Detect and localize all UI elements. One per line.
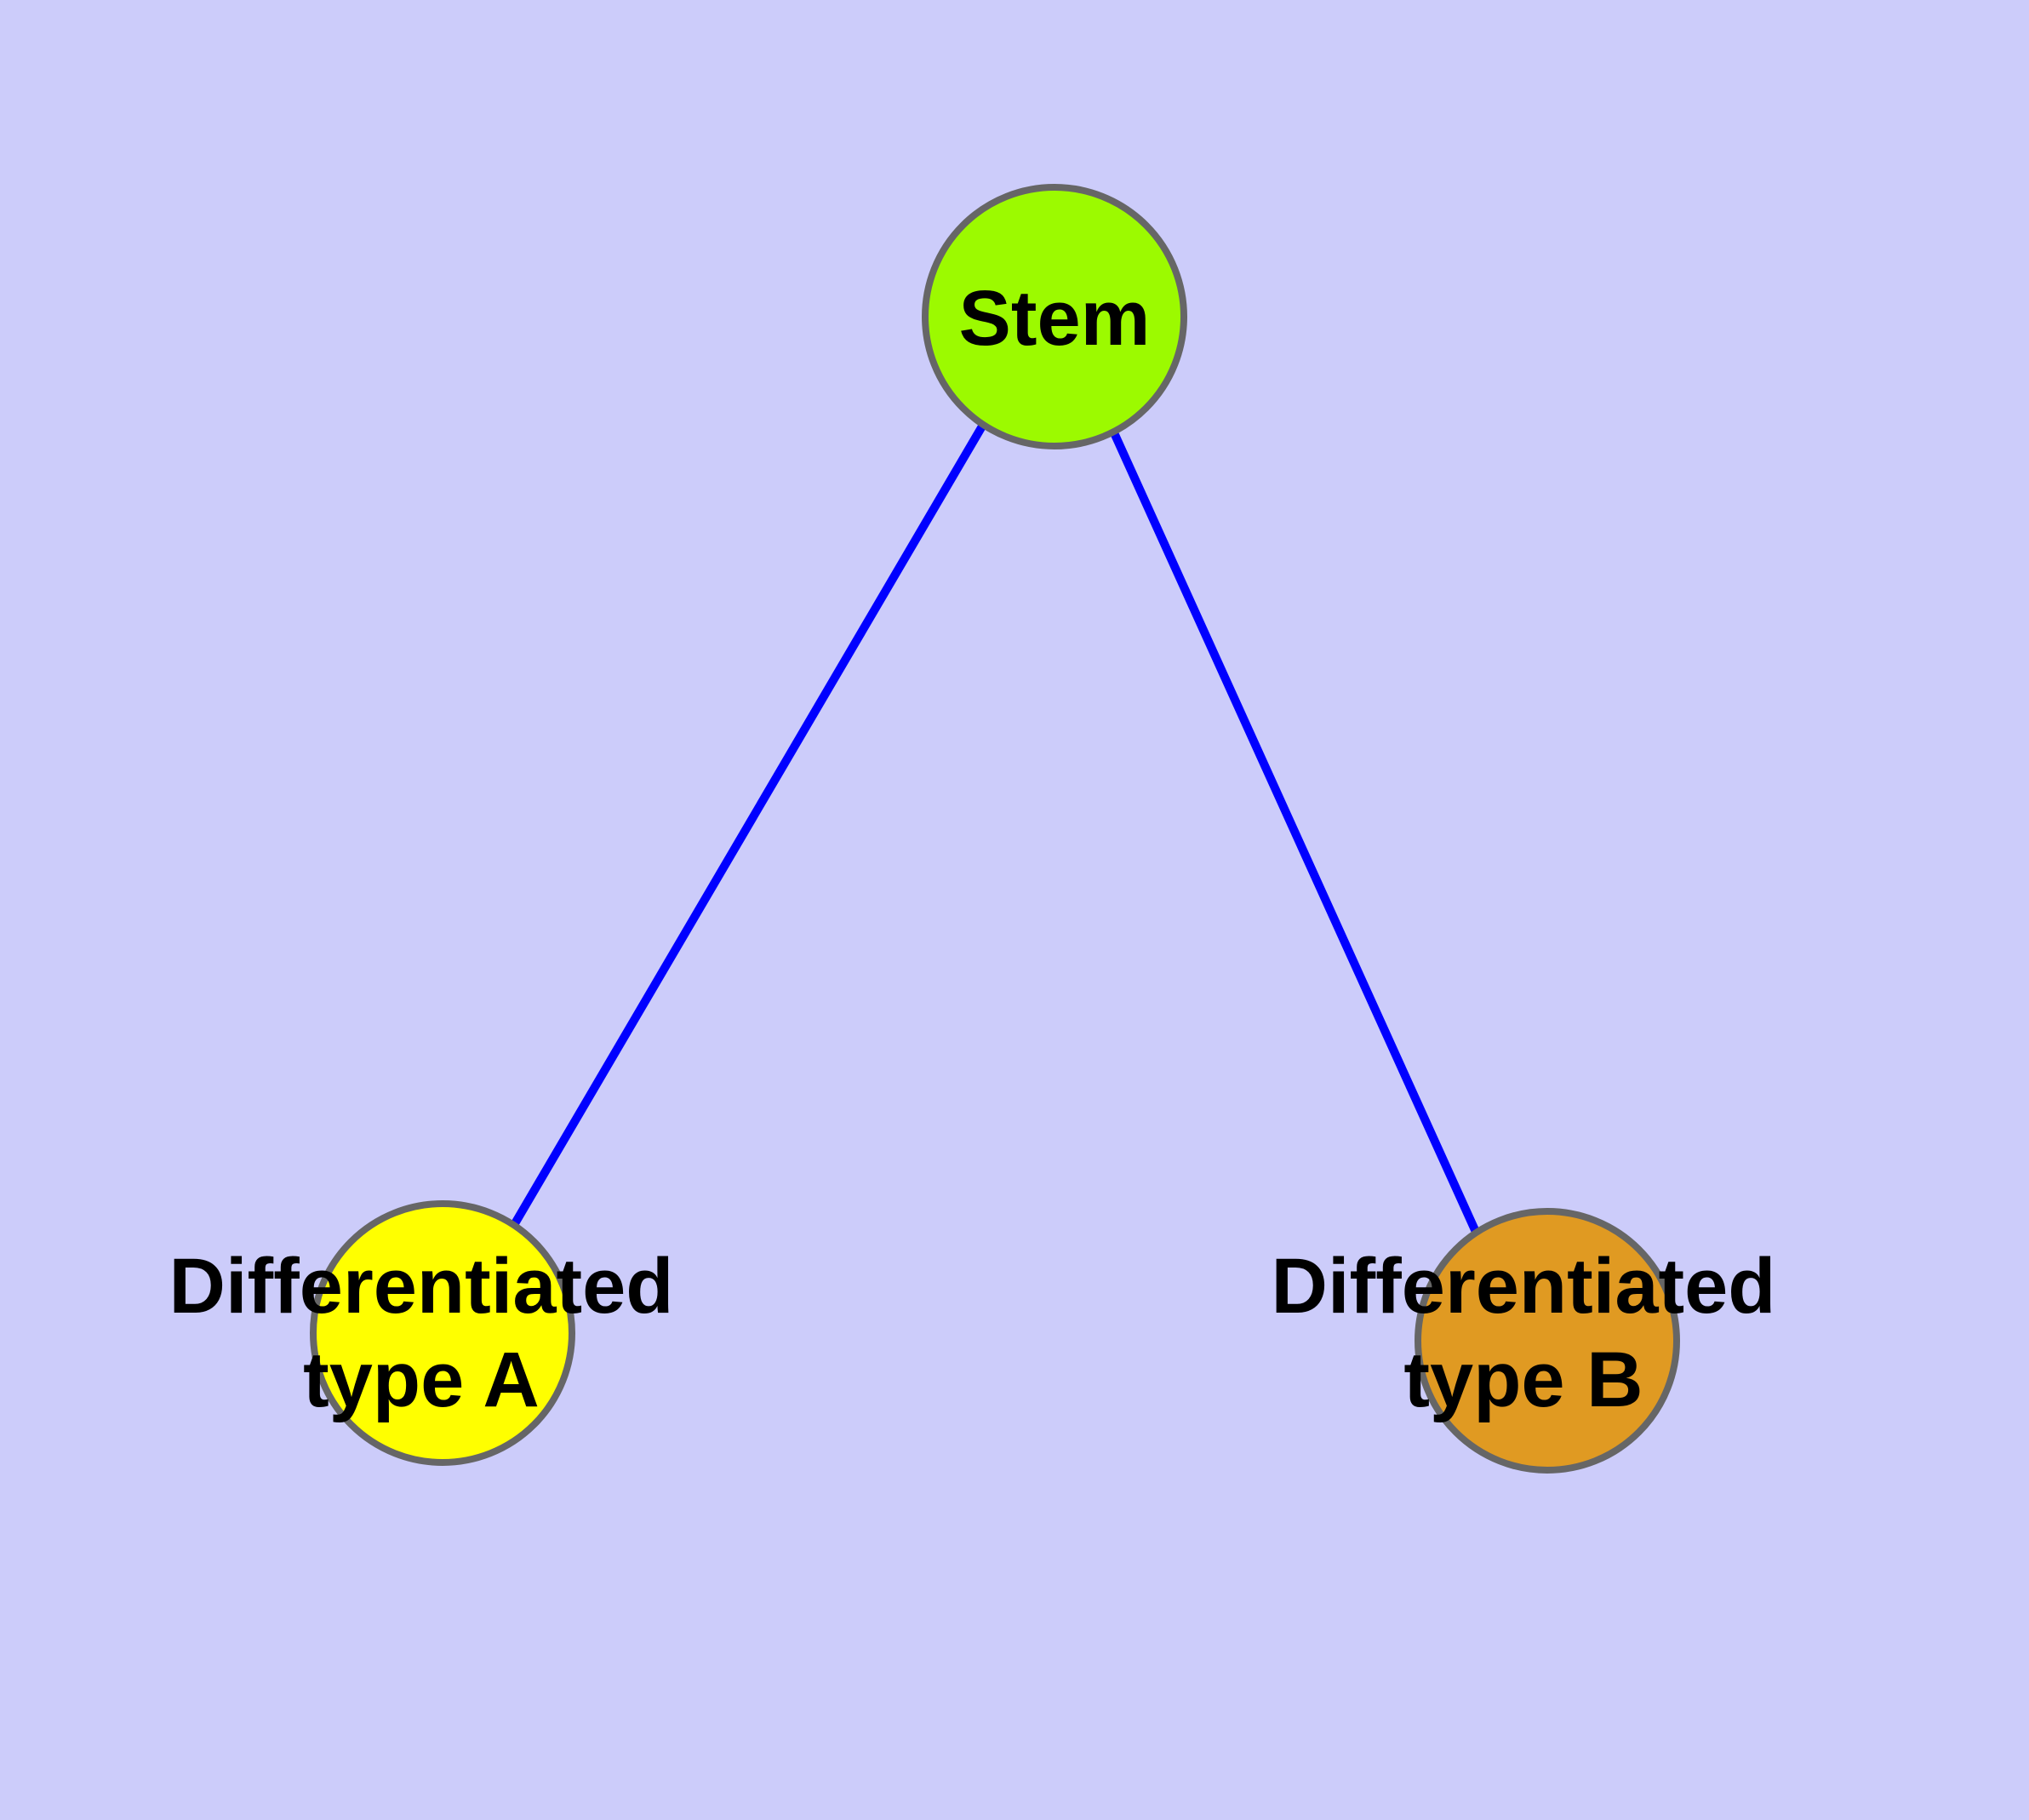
node-label-line: type A [303, 1336, 540, 1423]
node-diff-b[interactable] [1415, 1208, 1680, 1474]
node-label-line: Differentiated [169, 1243, 674, 1330]
node-label-line: type B [1403, 1336, 1643, 1423]
node-stem[interactable] [922, 184, 1187, 449]
edges-group [510, 422, 1480, 1234]
node-diff-a[interactable] [310, 1200, 575, 1466]
node-label-stem: Stem [959, 275, 1151, 362]
node-label-line: Differentiated [1272, 1243, 1776, 1330]
node-label-line: Stem [959, 275, 1151, 362]
edge-stem-to-diff-b[interactable] [1108, 426, 1480, 1234]
edge-stem-to-diff-a[interactable] [510, 422, 987, 1228]
nodes-group [310, 184, 1680, 1474]
